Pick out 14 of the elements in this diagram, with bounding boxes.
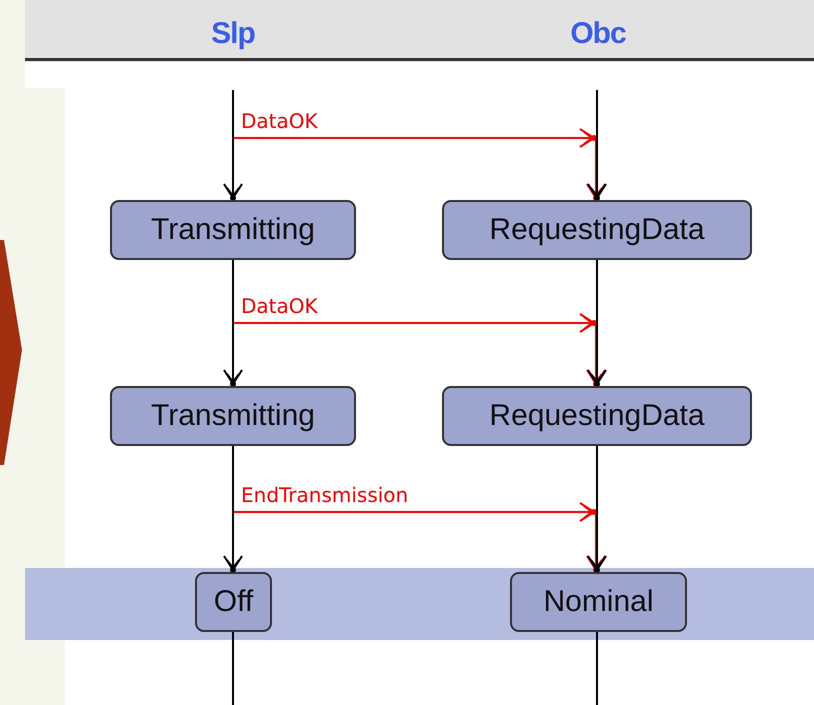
state-box: Transmitting (110, 200, 356, 260)
edge-label: DataOK (241, 110, 318, 132)
state-box: Transmitting (110, 386, 356, 446)
edge-label: DataOK (241, 295, 318, 317)
chevron-shape (0, 240, 22, 465)
state-box: RequestingData (442, 386, 752, 446)
state-box: Off (195, 572, 272, 632)
column-header: Slp (195, 14, 271, 54)
state-box: Nominal (510, 572, 687, 632)
state-box: RequestingData (442, 200, 752, 260)
edge-label: EndTransmission (241, 484, 408, 506)
column-header: Obc (556, 14, 640, 54)
lifeline (596, 632, 598, 705)
lifeline (232, 632, 234, 705)
